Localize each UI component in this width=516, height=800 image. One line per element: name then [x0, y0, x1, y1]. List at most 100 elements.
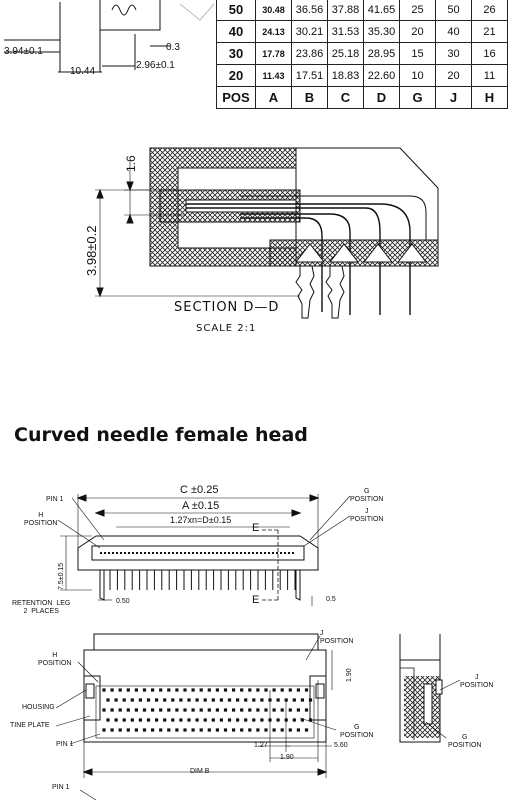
dim-c: C ±0.25 [180, 484, 219, 496]
contact-hole [114, 698, 118, 702]
contact-hole [308, 698, 313, 702]
contact-hole [151, 708, 155, 712]
contact-hole [232, 708, 236, 712]
contact-hole [167, 688, 171, 692]
label-pin1-front: PIN 1 [46, 496, 64, 503]
contact-hole [252, 698, 256, 702]
dim-2-96: 2.96±0.1 [136, 60, 175, 71]
label-h-position-front: H POSITION [24, 512, 58, 527]
contact-hole [130, 698, 134, 702]
contact-hole [300, 698, 304, 702]
contact-hole [126, 688, 130, 692]
contact-hole [179, 698, 183, 702]
bottom-pin-grid [102, 688, 313, 732]
front-pin-row [109, 570, 296, 590]
table-cell: 17.51 [291, 64, 328, 87]
contact-hole [171, 698, 175, 702]
contact-hole [219, 698, 223, 702]
contact-hole [256, 728, 260, 732]
table-cell: 36.56 [291, 0, 328, 21]
contact-hole [215, 688, 219, 692]
contact-hole [304, 728, 309, 732]
contact-hole [264, 728, 268, 732]
label-housing: HOUSING [22, 704, 55, 711]
table-cell: 35.30 [363, 20, 400, 43]
label-j-position-bottom: J POSITION [320, 630, 354, 645]
label-g-position-bottom: G POSITION [340, 724, 374, 739]
contact-hole [215, 708, 219, 712]
contact-hole [126, 728, 130, 732]
contact-hole [102, 728, 106, 732]
contact-hole [252, 718, 256, 722]
table-cell: 37.88 [327, 0, 364, 21]
contact-hole [227, 718, 232, 722]
contact-hole [296, 708, 300, 712]
table-cell: 30.21 [291, 20, 328, 43]
label-pin1-lower: PIN 1 [52, 784, 70, 791]
contact-hole [142, 688, 147, 692]
contact-hole [260, 698, 264, 702]
label-j-position-side: J POSITION [460, 674, 494, 689]
contact-hole [264, 688, 268, 692]
contact-hole [159, 728, 163, 732]
contact-hole [195, 718, 199, 722]
contact-hole [240, 688, 244, 692]
contact-hole [292, 718, 296, 722]
contact-hole [280, 708, 284, 712]
contact-hole [300, 718, 304, 722]
contact-hole [110, 688, 114, 692]
dim-0-50: 0.50 [116, 598, 130, 605]
contact-hole [118, 708, 122, 712]
contact-hole [179, 718, 183, 722]
section-marker-e-top: E [252, 522, 260, 534]
dim-3-98: 3.98±0.2 [84, 225, 99, 276]
contact-hole [203, 698, 207, 702]
contact-hole [187, 718, 191, 722]
contact-hole [183, 688, 187, 692]
label-j-position-front: J POSITION [350, 508, 384, 523]
section-scale: SCALE 2:1 [196, 323, 257, 334]
contact-hole [191, 688, 195, 692]
contact-hole [292, 698, 296, 702]
contact-hole [288, 728, 292, 732]
contact-hole [167, 708, 171, 712]
contact-hole [276, 698, 280, 702]
label-h-position-bottom: H POSITION [38, 652, 72, 667]
dim-10-44: 10.44 [70, 66, 96, 77]
dim-1-6: 1.6 [124, 155, 138, 172]
table-cell: 25 [399, 0, 436, 21]
section-marker-e-bottom: E [252, 594, 260, 606]
contact-hole [191, 708, 195, 712]
contact-hole [203, 718, 207, 722]
dim-0-3: 0.3 [166, 42, 180, 53]
contact-hole [175, 688, 179, 692]
contact-hole [248, 728, 252, 732]
contact-hole [296, 728, 300, 732]
label-g-position-front: G POSITION [350, 488, 384, 503]
contact-hole [171, 718, 175, 722]
contact-hole [240, 708, 244, 712]
table-cell: 30 [435, 42, 472, 65]
contact-hole [126, 708, 130, 712]
contact-hole [248, 688, 252, 692]
contact-hole [280, 728, 284, 732]
page-heading: Curved needle female head [14, 424, 308, 446]
contact-hole [232, 728, 236, 732]
contact-hole [130, 718, 134, 722]
contact-hole [110, 708, 114, 712]
table-cell: 18.83 [327, 64, 364, 87]
dim-b: DIM B [190, 768, 210, 775]
contact-hole [264, 708, 268, 712]
contact-hole [114, 718, 118, 722]
contact-hole [272, 688, 276, 692]
bottom-view-drawing [55, 633, 337, 800]
table-header-cell: H [471, 86, 508, 109]
contact-hole [223, 728, 228, 732]
contact-hole [223, 688, 228, 692]
contact-hole [106, 698, 110, 702]
contact-hole [248, 708, 252, 712]
contact-hole [134, 708, 138, 712]
dim-0-5: 0.5 [326, 596, 336, 603]
